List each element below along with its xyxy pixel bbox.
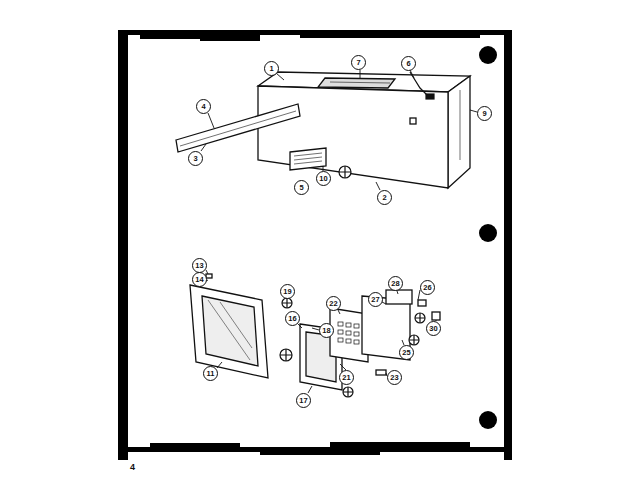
callout-number: 3 (188, 151, 203, 166)
callout-number: 6 (401, 56, 416, 71)
control-panel (300, 290, 440, 390)
callout-number: 18 (319, 323, 334, 338)
callout-number: 19 (280, 284, 295, 299)
callout-number: 22 (326, 296, 341, 311)
callout-number: 13 (192, 258, 207, 273)
callout-number: 28 (388, 276, 403, 291)
callout-number: 21 (339, 370, 354, 385)
page-number: 4 (130, 462, 135, 472)
callout-number: 5 (294, 180, 309, 195)
callout-number: 4 (196, 99, 211, 114)
screw-symbol (280, 166, 425, 397)
leader-lines (201, 70, 477, 393)
callout-number: 23 (387, 370, 402, 385)
callout-number: 7 (351, 55, 366, 70)
callout-number: 27 (368, 292, 383, 307)
callout-number: 17 (296, 393, 311, 408)
callout-number: 26 (420, 280, 435, 295)
callout-number: 25 (399, 345, 414, 360)
door (190, 274, 268, 378)
power-cord (410, 72, 434, 99)
scan-border (118, 30, 512, 460)
callout-number: 9 (477, 106, 492, 121)
cabinet (258, 72, 470, 188)
callout-number: 14 (192, 272, 207, 287)
callout-number: 16 (285, 311, 300, 326)
callout-number: 10 (316, 171, 331, 186)
callout-number: 1 (264, 61, 279, 76)
callout-number: 2 (377, 190, 392, 205)
callout-number: 11 (203, 366, 218, 381)
grille (176, 104, 326, 170)
callout-number: 30 (426, 321, 441, 336)
